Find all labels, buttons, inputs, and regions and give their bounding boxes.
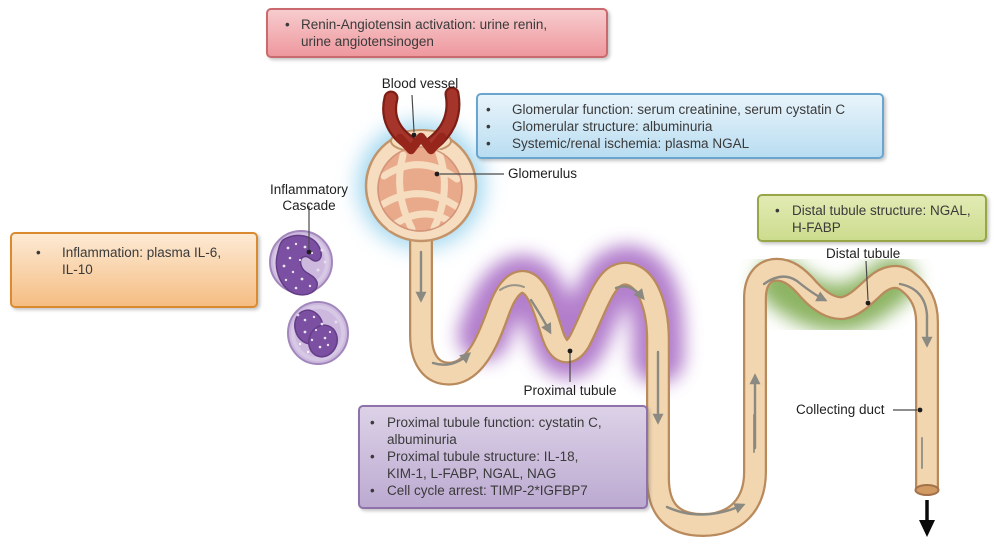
- bullet-glyph: •: [370, 415, 375, 430]
- blood-vessels: [382, 86, 461, 155]
- bullet-glyph: •: [486, 102, 491, 117]
- callout-glomerular: • Glomerular function: serum creatinine,…: [476, 93, 884, 159]
- callout-proximal-tubule: • Proximal tubule function: cystatin C, …: [358, 405, 648, 509]
- tuft-outline: [377, 146, 463, 232]
- pointer-lines: [306, 94, 923, 413]
- bullet-glyph: •: [370, 483, 375, 498]
- bullet-glyph: •: [370, 449, 375, 464]
- distal-pointer: [865, 260, 869, 301]
- callout-text: Distal tubule structure: NGAL, H-FABP: [792, 203, 971, 235]
- callout-text: Proximal tubule function: cystatin C, al…: [387, 415, 602, 447]
- bullet-item: • Systemic/renal ischemia: plasma NGAL: [486, 135, 874, 152]
- bullet-item: • Inflammation: plasma IL-6, IL-10: [36, 244, 248, 278]
- label-blood-vessel: Blood vessel: [381, 76, 459, 91]
- urine-exit-arrow: [919, 500, 935, 537]
- flow-arrow: [665, 503, 746, 516]
- callout-distal-tubule: • Distal tubule structure: NGAL, H-FABP: [757, 194, 987, 242]
- bullet-item: • Proximal tubule function: cystatin C, …: [370, 414, 638, 448]
- blood-vessel-pointer: [411, 94, 415, 133]
- label-collecting-duct: Collecting duct: [796, 402, 885, 417]
- bullet-item: • Renin-Angiotensin activation: urine re…: [285, 16, 598, 50]
- bullet-glyph: •: [486, 136, 491, 151]
- tubule-lumen: [411, 220, 937, 535]
- nucleus-speckles: [282, 242, 327, 290]
- callout-text: Systemic/renal ischemia: plasma NGAL: [512, 136, 750, 151]
- bullet-glyph: •: [486, 119, 491, 134]
- nucleus-speckles: [296, 313, 338, 354]
- callout-renin-angiotensin: • Renin-Angiotensin activation: urine re…: [266, 8, 608, 58]
- tubule: [409, 220, 940, 537]
- vessel-knot: [395, 132, 447, 155]
- callout-text: Inflammation: plasma IL-6, IL-10: [62, 245, 222, 277]
- flow-arrow: [431, 352, 472, 366]
- bullet-item: • Proximal tubule structure: IL-18, KIM-…: [370, 448, 638, 482]
- label-proximal-tubule: Proximal tubule: [523, 383, 617, 398]
- callout-text: Glomerular function: serum creatinine, s…: [512, 102, 846, 117]
- flow-arrow: [614, 285, 645, 301]
- bullet-glyph: •: [36, 245, 41, 260]
- bullet-item: • Cell cycle arrest: TIMP-2*IGFBP7: [370, 482, 638, 499]
- flow-arrow: [762, 275, 828, 302]
- label-distal-tubule: Distal tubule: [826, 246, 901, 261]
- collecting-duct-opening: [914, 484, 940, 496]
- bullet-item: • Glomerular function: serum creatinine,…: [486, 101, 874, 118]
- label-glomerulus: Glomerulus: [508, 166, 578, 181]
- label-inflammatory-cascade: Inflammatory Cascade: [269, 182, 349, 213]
- bullet-item: • Glomerular structure: albuminuria: [486, 118, 874, 135]
- bullet-glyph: •: [285, 17, 290, 32]
- callout-text: Renin-Angiotensin activation: urine reni…: [301, 17, 548, 49]
- glomerulus: [364, 86, 478, 243]
- callout-inflammation: • Inflammation: plasma IL-6, IL-10: [10, 232, 258, 308]
- flow-line: [499, 284, 525, 291]
- cell-nucleus: [308, 324, 338, 358]
- immune-cell-2: [287, 301, 349, 365]
- callout-text: Cell cycle arrest: TIMP-2*IGFBP7: [387, 483, 588, 498]
- callout-text: Glomerular structure: albuminuria: [512, 119, 713, 134]
- flow-arrow: [898, 282, 933, 348]
- callout-text: Proximal tubule structure: IL-18, KIM-1,…: [387, 449, 579, 481]
- bullet-glyph: •: [775, 203, 780, 218]
- flow-arrows: [415, 250, 933, 516]
- flow-arrow: [529, 298, 552, 335]
- bullet-item: • Distal tubule structure: NGAL, H-FABP: [775, 202, 977, 236]
- immune-cell-1: [269, 230, 333, 296]
